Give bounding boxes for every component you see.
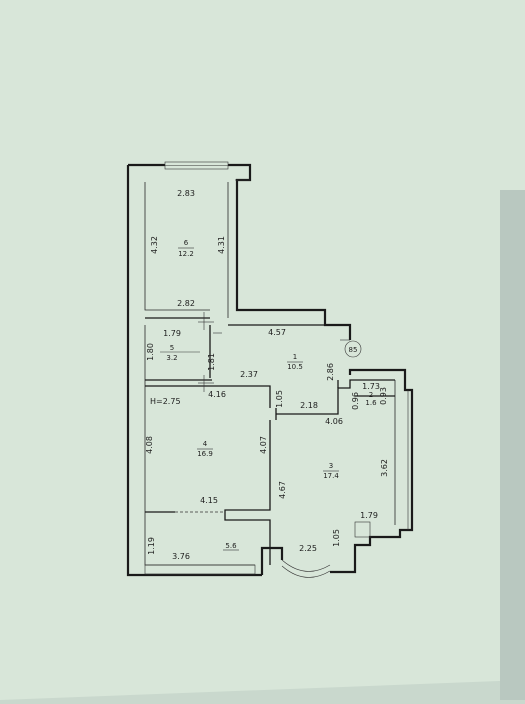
svg-text:12.2: 12.2 [178, 250, 194, 258]
bay-window [281, 559, 331, 572]
room-label-3: 3 17.4 [323, 462, 339, 480]
dim-room3-right: 3.62 [380, 459, 389, 477]
dim-room1-bottom: 2.37 [240, 370, 258, 379]
svg-text:10.5: 10.5 [287, 363, 303, 371]
bay-wall-left [260, 546, 284, 575]
dim-balcony-bottom: 3.76 [172, 552, 190, 561]
dim-room3-top: 4.06 [325, 417, 343, 426]
dim-room6-right: 4.31 [217, 236, 226, 254]
outer-wall-top-right [228, 163, 352, 340]
svg-text:5.6: 5.6 [225, 542, 237, 550]
inner-wall-room6-left [144, 182, 210, 311]
dim-room6-bottom: 2.82 [177, 299, 195, 308]
svg-text:17.4: 17.4 [323, 472, 339, 480]
partition-room3-top [276, 379, 395, 415]
dim-bay-right: 1.05 [332, 529, 341, 547]
svg-text:1.6: 1.6 [365, 399, 377, 407]
room-label-balcony: 5.6 [223, 542, 239, 551]
outer-wall-right [330, 368, 414, 574]
room-label-4: 4 16.9 [197, 440, 213, 458]
dim-room1-left: 1.81 [207, 353, 216, 371]
svg-text:2: 2 [369, 391, 373, 399]
partition-room4-right [224, 420, 271, 565]
dim-room4-right: 4.07 [259, 436, 268, 454]
dim-room3-left: 4.67 [278, 481, 287, 499]
svg-text:3: 3 [329, 462, 333, 470]
room-label-6: 6 12.2 [178, 239, 194, 258]
dim-door-1: 1.05 [275, 390, 284, 408]
svg-text:4: 4 [203, 440, 208, 448]
marker-label: 85 [349, 346, 358, 354]
window-bottom [144, 564, 256, 575]
dim-bay-window: 2.25 [299, 544, 317, 553]
dim-room5-left: 1.80 [146, 343, 155, 361]
svg-text:5: 5 [170, 344, 174, 352]
dim-room5-top: 1.79 [163, 329, 181, 338]
dim-room3-window: 1.79 [360, 511, 378, 520]
svg-text:3.2: 3.2 [166, 354, 177, 362]
dim-room2-right: 0.93 [379, 387, 388, 405]
dim-balcony-left: 1.19 [147, 537, 156, 555]
dim-room2-top: 1.73 [362, 382, 380, 391]
svg-text:6: 6 [184, 239, 189, 247]
dim-room1-top: 4.57 [268, 328, 286, 337]
room-label-2: 2 1.6 [365, 391, 377, 407]
partition-room4-top [145, 385, 271, 408]
marker-circle [344, 340, 362, 358]
room-label-1: 1 10.5 [287, 353, 303, 371]
bay-window-outer [281, 565, 331, 578]
dim-room4-top: 4.16 [208, 390, 226, 399]
paper-edge [500, 190, 525, 700]
dim-room2-left: 0.96 [351, 392, 360, 410]
dim-corridor: 2.18 [300, 401, 318, 410]
dim-room4-bottom: 4.15 [200, 496, 218, 505]
outer-wall-left [126, 165, 262, 577]
room-label-5: 5 3.2 [166, 344, 177, 362]
svg-text:1: 1 [293, 353, 297, 361]
dim-room4-left: 4.08 [145, 436, 154, 454]
svg-text:16.9: 16.9 [197, 450, 213, 458]
dim-room6-left: 4.32 [150, 236, 159, 254]
window-right [354, 521, 371, 538]
dim-room1-right: 2.86 [326, 363, 335, 381]
ceiling-height-label: H=2.75 [150, 397, 181, 406]
dim-room6-top: 2.83 [177, 189, 195, 198]
